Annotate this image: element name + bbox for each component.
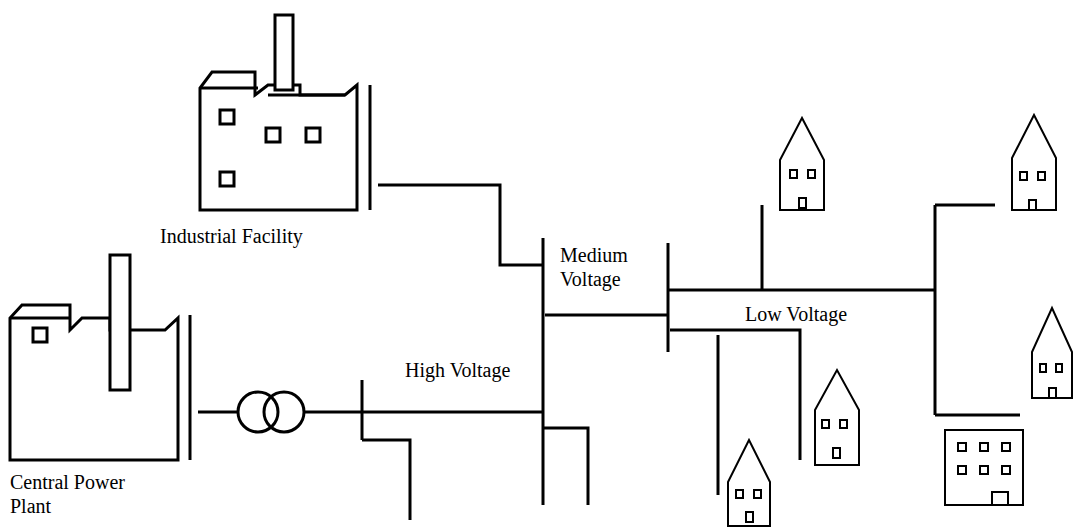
industrial-facility [200,15,370,210]
power-plant [10,255,190,460]
bus-label: Low Voltage [745,302,925,326]
facility-label: Industrial Facility [160,224,380,248]
bus-label: High Voltage [405,358,515,382]
houses [728,115,1072,526]
bus-label: Medium Voltage [560,243,660,291]
grid-wires [198,185,1020,520]
plant-label: Central Power Plant [10,470,150,518]
